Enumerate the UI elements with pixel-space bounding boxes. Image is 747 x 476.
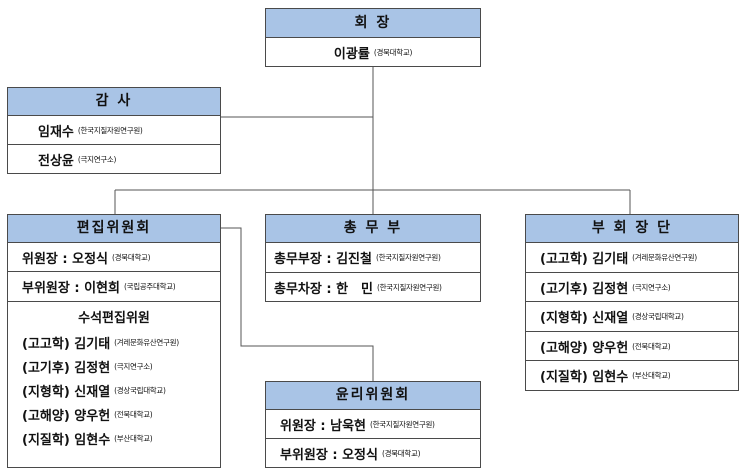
senior-editor-field: (지질학) 임현수 <box>22 432 111 448</box>
senior-editors-block: 수석편집위원 (고고학) 김기태 (겨레문화유산연구원) (고기후) 김정현 (… <box>8 302 220 450</box>
general-affairs-role: 총무부장 : 김진철 <box>274 252 372 267</box>
vice-president-field: (지질학) 임현수 <box>540 370 629 385</box>
vice-president-affiliation: (극지연구소) <box>632 282 671 292</box>
general-affairs-title: 총 무 부 <box>266 215 480 243</box>
editorial-chair-row: 위원장 : 오정식 (경북대학교) <box>8 243 220 272</box>
vice-president-row: (지질학) 임현수 (부산대학교) <box>526 361 738 390</box>
senior-editor: (고해양) 양우헌 (전북대학교) <box>8 402 220 426</box>
auditor-box: 감 사 임재수 (한국지질자원연구원) 전상윤 (극지연구소) <box>7 87 221 174</box>
ethics-committee-box: 윤리위원회 위원장 : 남욱현 (한국지질자원연구원) 부위원장 : 오정식 (… <box>265 381 481 468</box>
ethics-role: 위원장 : 남욱현 <box>280 418 367 434</box>
vice-president-affiliation: (경상국립대학교) <box>632 312 684 321</box>
vice-president-row: (고기후) 김정현 (극지연구소) <box>526 273 738 302</box>
auditor-member-name: 임재수 <box>38 124 74 140</box>
vice-president-affiliation: (전북대학교) <box>632 341 671 351</box>
senior-editor: (고고학) 김기태 (겨레문화유산연구원) <box>8 330 220 354</box>
ethics-member-row: 부위원장 : 오정식 (경북대학교) <box>266 439 480 467</box>
general-affairs-role: 총무차장 : 한 민 <box>274 281 374 297</box>
senior-editors-title: 수석편집위원 <box>78 311 150 326</box>
vice-president-field: (지형학) 신재열 <box>540 311 629 326</box>
vice-president-affiliation: (부산대학교) <box>632 371 671 380</box>
senior-editor-affiliation: (극지연구소) <box>114 361 153 371</box>
senior-editor-affiliation: (전북대학교) <box>114 409 153 419</box>
ethics-affiliation: (한국지질자원연구원) <box>370 419 435 429</box>
senior-editor-field: (지형학) 신재열 <box>22 384 111 400</box>
senior-editor: (지형학) 신재열 (경상국립대학교) <box>8 378 220 402</box>
senior-editor-field: (고기후) 김정현 <box>22 360 111 376</box>
auditor-member-name: 전상윤 <box>38 153 74 169</box>
editorial-chair-affiliation: (경북대학교) <box>112 252 151 262</box>
auditor-member-affiliation: (한국지질자원연구원) <box>77 125 143 135</box>
ethics-title: 윤리위원회 <box>266 382 480 410</box>
auditor-member-row: 임재수 (한국지질자원연구원) <box>8 116 220 145</box>
president-name: 이광률 <box>333 46 370 62</box>
general-affairs-affiliation: (한국지질자원연구원) <box>375 253 441 262</box>
editorial-vice-chair-row: 부위원장 : 이현희 (국립공주대학교) <box>8 272 220 302</box>
general-affairs-affiliation: (한국지질자원연구원) <box>377 282 442 292</box>
senior-editor-field: (고해양) 양우헌 <box>22 408 111 424</box>
auditor-title: 감 사 <box>8 88 220 116</box>
president-row: 이광률 (경북대학교) <box>266 38 480 66</box>
ethics-affiliation: (경북대학교) <box>381 448 421 458</box>
president-affiliation: (경북대학교) <box>373 47 413 57</box>
vice-president-field: (고고학) 김기태 <box>540 252 629 267</box>
ethics-role: 부위원장 : 오정식 <box>280 447 378 463</box>
general-affairs-member-row: 총무차장 : 한 민 (한국지질자원연구원) <box>266 273 480 301</box>
vice-president-field: (고해양) 양우헌 <box>540 340 629 356</box>
auditor-member-row: 전상윤 (극지연구소) <box>8 145 220 173</box>
connector-ethics <box>221 227 374 381</box>
vice-presidents-title: 부 회 장 단 <box>526 215 738 243</box>
editorial-vice-chair: 부위원장 : 이현희 <box>22 281 120 296</box>
editorial-vice-chair-affiliation: (국립공주대학교) <box>123 282 176 291</box>
vice-presidents-box: 부 회 장 단 (고고학) 김기태 (겨레문화유산연구원) (고기후) 김정현 … <box>525 214 739 391</box>
senior-editor: (지질학) 임현수 (부산대학교) <box>8 426 220 450</box>
vice-president-row: (지형학) 신재열 (경상국립대학교) <box>526 302 738 332</box>
senior-editor-affiliation: (겨레문화유산연구원) <box>114 337 179 347</box>
senior-editor-affiliation: (경상국립대학교) <box>114 385 166 395</box>
senior-editor-affiliation: (부산대학교) <box>114 433 153 443</box>
editorial-title: 편집위원회 <box>8 215 220 243</box>
president-box: 회 장 이광률 (경북대학교) <box>265 8 481 67</box>
vice-president-row: (고고학) 김기태 (겨레문화유산연구원) <box>526 243 738 273</box>
vice-president-affiliation: (겨레문화유산연구원) <box>632 253 697 262</box>
vice-president-field: (고기후) 김정현 <box>540 281 629 297</box>
president-title: 회 장 <box>266 9 480 38</box>
vice-president-row: (고해양) 양우헌 (전북대학교) <box>526 332 738 361</box>
general-affairs-member-row: 총무부장 : 김진철 (한국지질자원연구원) <box>266 243 480 273</box>
editorial-chair: 위원장 : 오정식 <box>22 251 109 267</box>
senior-editor-field: (고고학) 김기태 <box>22 336 111 352</box>
general-affairs-box: 총 무 부 총무부장 : 김진철 (한국지질자원연구원) 총무차장 : 한 민 … <box>265 214 481 302</box>
auditor-member-affiliation: (극지연구소) <box>77 154 117 164</box>
ethics-member-row: 위원장 : 남욱현 (한국지질자원연구원) <box>266 410 480 439</box>
editorial-committee-box: 편집위원회 위원장 : 오정식 (경북대학교) 부위원장 : 이현희 (국립공주… <box>7 214 221 468</box>
senior-editor: (고기후) 김정현 (극지연구소) <box>8 354 220 378</box>
